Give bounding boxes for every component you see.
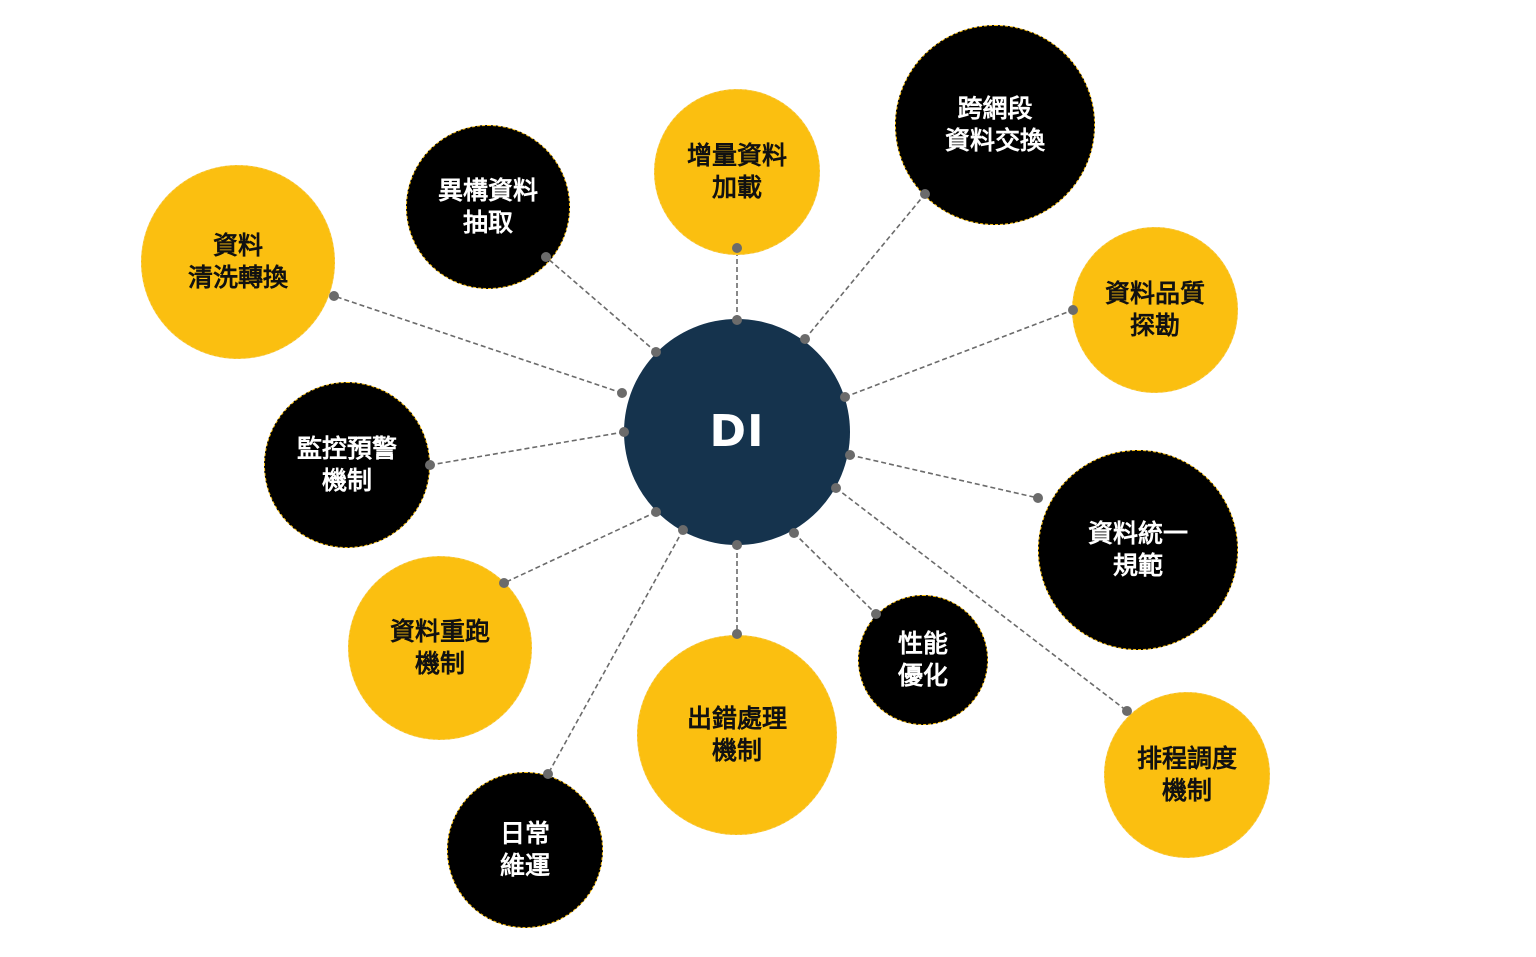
connector-heterogeneous-extraction bbox=[545, 256, 657, 353]
node-label: 資料品質 探勘 bbox=[1104, 278, 1205, 341]
node-data-cleansing: 資料 清洗轉換 bbox=[141, 165, 335, 359]
node-data-quality-exploration: 資料品質 探勘 bbox=[1072, 227, 1238, 393]
node-anchor-dot-daily-maintenance bbox=[543, 769, 553, 779]
node-label: 排程調度 機制 bbox=[1136, 743, 1237, 806]
hub-anchor-dot-data-quality-exploration bbox=[840, 392, 850, 402]
node-label: 異構資料 抽取 bbox=[437, 175, 538, 238]
hub-label: DI bbox=[709, 406, 765, 458]
connector-data-unified-spec bbox=[849, 454, 1039, 499]
connector-monitoring-alert bbox=[429, 431, 625, 466]
node-label: 監控預警 機制 bbox=[296, 433, 397, 496]
node-daily-maintenance: 日常 維運 bbox=[447, 772, 603, 928]
node-label: 增量資料 加載 bbox=[686, 140, 787, 203]
node-anchor-dot-incremental-load bbox=[732, 243, 742, 253]
connector-performance-optimization bbox=[793, 532, 877, 615]
node-data-unified-spec: 資料統一 規範 bbox=[1038, 450, 1238, 650]
node-anchor-dot-data-cleansing bbox=[329, 291, 339, 301]
node-label: 日常 維運 bbox=[499, 818, 550, 881]
hub-anchor-dot-data-cleansing bbox=[617, 388, 627, 398]
node-label: 資料統一 規範 bbox=[1087, 518, 1188, 581]
node-label: 資料重跑 機制 bbox=[389, 616, 490, 679]
connector-cross-network-exchange bbox=[804, 193, 926, 340]
node-anchor-dot-data-rerun bbox=[499, 578, 509, 588]
connector-data-rerun bbox=[503, 511, 657, 584]
node-scheduling: 排程調度 機制 bbox=[1104, 692, 1270, 858]
hub-anchor-dot-daily-maintenance bbox=[678, 525, 688, 535]
node-error-handling: 出錯處理 機制 bbox=[637, 635, 837, 835]
node-anchor-dot-cross-network-exchange bbox=[920, 189, 930, 199]
node-anchor-dot-performance-optimization bbox=[871, 609, 881, 619]
hub-anchor-dot-error-handling bbox=[732, 540, 742, 550]
connector-data-cleansing bbox=[333, 295, 623, 394]
hub-anchor-dot-cross-network-exchange bbox=[800, 334, 810, 344]
node-anchor-dot-scheduling bbox=[1122, 706, 1132, 716]
hub-node-di: DI bbox=[624, 319, 850, 545]
hub-anchor-dot-data-rerun bbox=[651, 507, 661, 517]
connector-scheduling bbox=[835, 487, 1128, 712]
hub-anchor-dot-performance-optimization bbox=[789, 528, 799, 538]
node-anchor-dot-monitoring-alert bbox=[425, 460, 435, 470]
node-anchor-dot-data-unified-spec bbox=[1033, 493, 1043, 503]
connector-daily-maintenance bbox=[547, 529, 684, 775]
node-monitoring-alert: 監控預警 機制 bbox=[264, 382, 430, 548]
node-label: 性能 優化 bbox=[897, 628, 948, 691]
node-label: 資料 清洗轉換 bbox=[187, 230, 288, 293]
node-incremental-load: 增量資料 加載 bbox=[654, 89, 820, 255]
hub-anchor-dot-incremental-load bbox=[732, 315, 742, 325]
node-anchor-dot-error-handling bbox=[732, 629, 742, 639]
hub-anchor-dot-monitoring-alert bbox=[619, 427, 629, 437]
hub-anchor-dot-heterogeneous-extraction bbox=[651, 347, 661, 357]
hub-anchor-dot-data-unified-spec bbox=[845, 450, 855, 460]
node-heterogeneous-extraction: 異構資料 抽取 bbox=[406, 125, 570, 289]
node-label: 跨網段 資料交換 bbox=[944, 93, 1045, 156]
node-anchor-dot-data-quality-exploration bbox=[1068, 305, 1078, 315]
connector-data-quality-exploration bbox=[844, 309, 1074, 398]
node-anchor-dot-heterogeneous-extraction bbox=[541, 252, 551, 262]
hub-anchor-dot-scheduling bbox=[831, 483, 841, 493]
node-label: 出錯處理 機制 bbox=[686, 703, 787, 766]
